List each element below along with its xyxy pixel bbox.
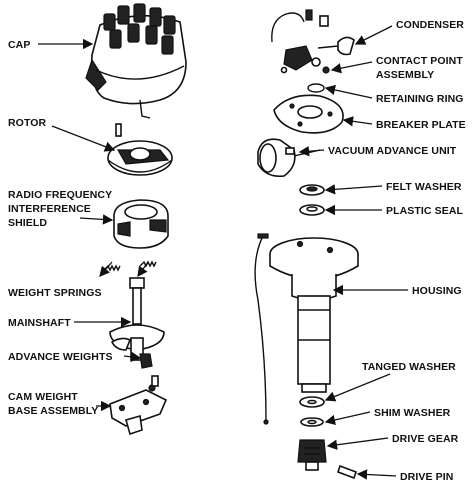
label-drive-pin: DRIVE PIN xyxy=(400,471,453,483)
label-condenser: CONDENSER xyxy=(396,19,464,31)
condenser-part xyxy=(271,9,355,56)
label-mainshaft: MAINSHAFT xyxy=(8,317,71,329)
label-plastic-seal: PLASTIC SEAL xyxy=(386,205,464,217)
label-vacuum-advance: VACUUM ADVANCE UNIT xyxy=(328,145,457,157)
label-cap: CAP xyxy=(8,39,30,51)
vacuum-advance-part xyxy=(257,138,321,178)
felt-washer-part xyxy=(299,184,325,196)
label-cam-weight-line2: BASE ASSEMBLY xyxy=(8,405,98,417)
label-contact-point-line1: CONTACT POINT xyxy=(376,55,463,67)
label-breaker-plate: BREAKER PLATE xyxy=(376,119,466,131)
label-advance-weights: ADVANCE WEIGHTS xyxy=(8,351,113,363)
housing-part xyxy=(254,233,359,425)
drive-pin-part xyxy=(336,464,358,480)
label-housing: HOUSING xyxy=(412,285,462,297)
leader-lines xyxy=(38,25,408,480)
drive-gear-part xyxy=(297,439,327,471)
label-retaining-ring: RETAINING RING xyxy=(376,93,464,105)
label-shim-washer: SHIM WASHER xyxy=(374,407,451,419)
plastic-seal-part xyxy=(299,204,325,216)
label-cam-weight-line1: CAM WEIGHT xyxy=(8,391,78,403)
shim-washer-part xyxy=(300,417,324,427)
tanged-washer-part xyxy=(299,396,325,408)
label-tanged-washer: TANGED WASHER xyxy=(362,361,456,373)
label-weight-springs: WEIGHT SPRINGS xyxy=(8,287,102,299)
label-rfi-line1: RADIO FREQUENCY xyxy=(8,189,112,201)
rotor-part xyxy=(107,123,173,176)
label-felt-washer: FELT WASHER xyxy=(386,181,462,193)
label-rotor: ROTOR xyxy=(8,117,47,129)
contact-point-part xyxy=(280,45,330,74)
advance-weights-part xyxy=(110,337,153,369)
rfi-shield-part xyxy=(113,199,169,249)
label-rfi-line3: SHIELD xyxy=(8,217,47,229)
retaining-ring-part xyxy=(307,83,325,93)
label-contact-point-line2: ASSEMBLY xyxy=(376,69,434,81)
label-drive-gear: DRIVE GEAR xyxy=(392,433,459,445)
cam-weight-base-part xyxy=(109,375,168,436)
breaker-plate-part xyxy=(273,94,344,134)
label-rfi-line2: INTERFERENCE xyxy=(8,203,91,215)
cap-part xyxy=(85,3,187,119)
